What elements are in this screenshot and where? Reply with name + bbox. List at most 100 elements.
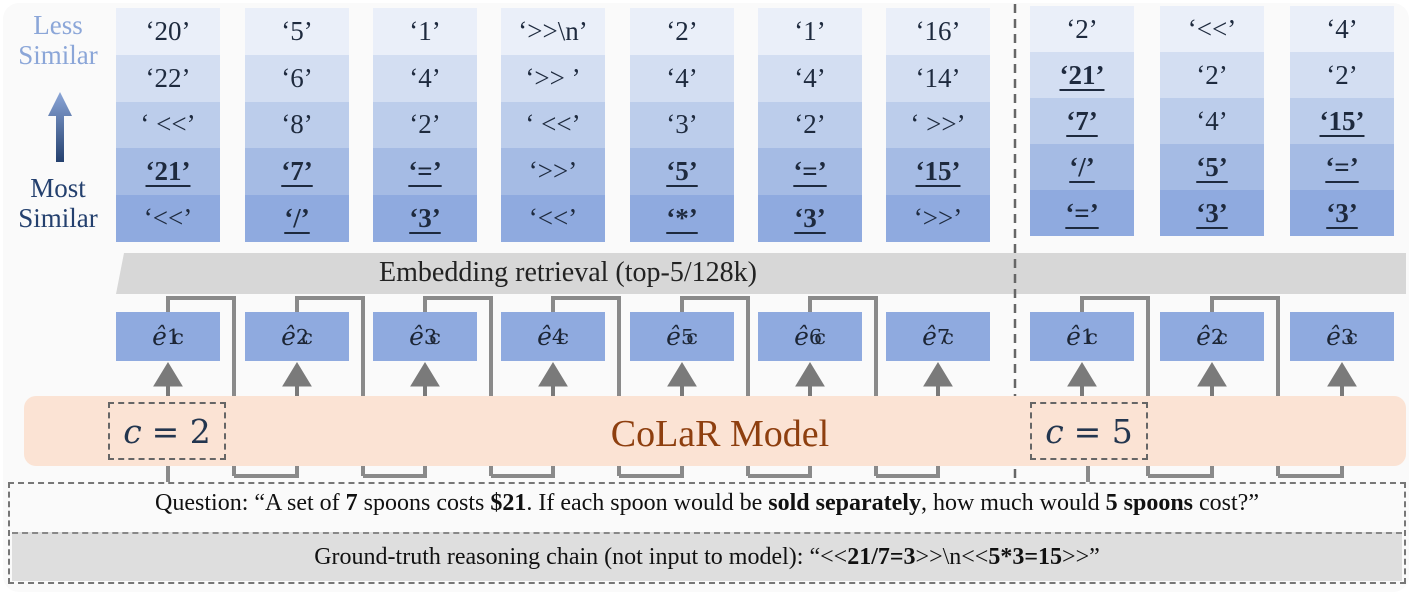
token-cell: ‘2’: [373, 101, 477, 149]
token-column-right-2: ‘<<’‘2’‘4’‘5’‘3’: [1160, 6, 1264, 236]
embed-index: 7: [936, 324, 951, 349]
token-column-left-7: ‘16’‘14’‘ >>’‘15’‘>>’: [886, 8, 990, 242]
embed-symbol: ê: [409, 322, 424, 351]
embed-subscript: c: [1346, 324, 1358, 349]
token-cell: ‘15’: [1290, 98, 1394, 144]
colar-model-label: CoLaR Model: [610, 413, 830, 455]
embed-index: 4: [551, 324, 566, 349]
embedding-band: [116, 253, 1406, 294]
embed-index: 5: [680, 324, 695, 349]
arrow-head: [153, 362, 183, 387]
feedback-bottom-link: [363, 466, 427, 478]
legend-most-similar: Most Similar: [18, 173, 98, 234]
arrow-head: [282, 362, 312, 387]
similarity-up-arrow-icon: [48, 92, 72, 162]
arrow-head: [795, 362, 825, 387]
token-cell: ‘=’: [1030, 190, 1134, 236]
embed-index: 3: [1340, 324, 1355, 349]
token-cell: ‘=’: [373, 148, 477, 196]
token-cell: ‘21’: [1030, 52, 1134, 98]
token-cell: ‘<<’: [1160, 6, 1264, 52]
token-cell: ‘22’: [116, 54, 220, 102]
arrow-head: [1067, 362, 1097, 387]
token-cell: ‘ <<’: [116, 101, 220, 149]
embed-index: 1: [166, 324, 181, 349]
legend-less-similar: Less Similar: [18, 10, 98, 71]
feedback-bottom-link: [1278, 466, 1344, 478]
embed-subscript: c: [1216, 324, 1228, 349]
token-cell: ‘3’: [1160, 190, 1264, 236]
feedback-loop: [166, 296, 236, 476]
token-cell: ‘7’: [1030, 98, 1134, 144]
embed-symbol: ê: [281, 322, 296, 351]
token-cell: ‘3’: [373, 195, 477, 242]
token-cell: ‘8’: [245, 101, 349, 149]
c-var-right: c: [1045, 411, 1064, 451]
arrow-head: [1327, 362, 1357, 387]
embed-symbol: ê: [794, 322, 809, 351]
token-cell: ‘4’: [373, 54, 477, 102]
token-cell: ‘<<’: [501, 195, 605, 242]
token-cell: ‘2’: [630, 8, 734, 55]
token-cell: ‘<<’: [116, 195, 220, 242]
token-cell: ‘1’: [758, 8, 862, 55]
token-cell: ‘20’: [116, 8, 220, 55]
token-column-left-6: ‘1’‘4’‘2’‘=’‘3’: [758, 8, 862, 242]
feedback-loops: [166, 296, 1344, 482]
token-cell: ‘2’: [1160, 52, 1264, 98]
token-cell: ‘3’: [1290, 190, 1394, 236]
token-cell: ‘21’: [116, 148, 220, 196]
arrow-head: [1197, 362, 1227, 387]
token-cell: ‘/’: [1030, 144, 1134, 190]
embed-index: 1: [1080, 324, 1095, 349]
embed-symbol: ê: [666, 322, 681, 351]
embed-symbol: ê: [1326, 322, 1341, 351]
feedback-bottom-link: [876, 466, 940, 478]
c-var-left: c: [123, 411, 142, 451]
colar-model-block: [24, 396, 1406, 466]
token-cell: ‘=’: [1290, 144, 1394, 190]
feedback-loop: [551, 296, 621, 476]
token-cell: ‘>>\n’: [501, 8, 605, 55]
token-cell: ‘ <<’: [501, 101, 605, 149]
token-cell: ‘3’: [758, 195, 862, 242]
token-cell: ‘>>’: [886, 195, 990, 242]
ground-truth-bar: [12, 532, 1402, 581]
token-cell: ‘4’: [758, 54, 862, 102]
token-cell: ‘4’: [630, 54, 734, 102]
token-cell: ‘2’: [758, 101, 862, 149]
embed-subscript: c: [301, 324, 313, 349]
embed-symbol: ê: [922, 322, 937, 351]
token-cell: ‘>> ’: [501, 54, 605, 102]
compression-factor-left: c = 2: [108, 402, 226, 460]
token-cell: ‘3’: [630, 101, 734, 149]
feedback-loop: [1080, 296, 1150, 476]
token-cell: ‘1’: [373, 8, 477, 55]
feedback-loop: [1210, 296, 1280, 476]
embed-subscript: c: [814, 324, 826, 349]
embed-symbol: ê: [1066, 322, 1081, 351]
token-cell: ‘6’: [245, 54, 349, 102]
token-column-left-4: ‘>>\n’‘>> ’‘ <<’‘>>’‘<<’: [501, 8, 605, 242]
token-cell: ‘5’: [245, 8, 349, 55]
token-column-right-1: ‘2’‘21’‘7’‘/’‘=’: [1030, 6, 1134, 236]
embed-symbol: ê: [152, 322, 167, 351]
token-column-left-2: ‘5’‘6’‘8’‘7’‘/’: [245, 8, 349, 242]
feedback-loop: [680, 296, 750, 476]
token-cell: ‘/’: [245, 195, 349, 242]
token-cell: ‘5’: [1160, 144, 1264, 190]
token-cell: ‘4’: [1290, 6, 1394, 52]
embed-index: 3: [423, 324, 438, 349]
question-text: Question: “A set of 7 spoons costs $21. …: [155, 490, 1259, 516]
arrow-head: [923, 362, 953, 387]
embedding-retrieval-label: Embedding retrieval (top-5/128k): [379, 257, 757, 288]
c-value-right: = 5: [1073, 411, 1133, 451]
token-cell: ‘=’: [758, 148, 862, 196]
